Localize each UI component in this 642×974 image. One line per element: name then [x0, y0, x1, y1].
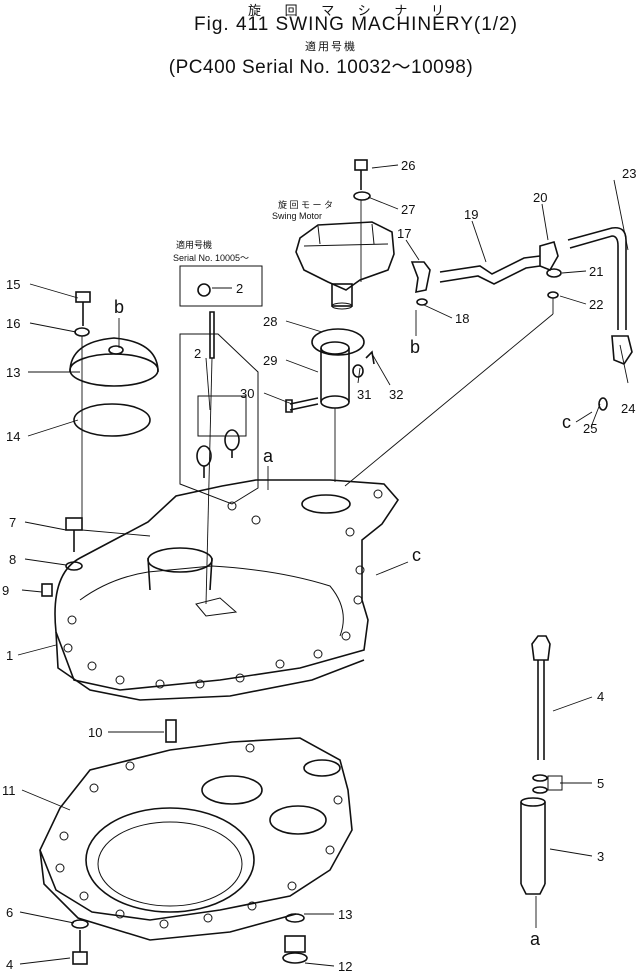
- parts: [39, 159, 633, 965]
- washer-29: [353, 191, 371, 201]
- callout-17: 15: [6, 277, 20, 292]
- letter-c-housing: c: [412, 545, 421, 565]
- callout-7: 6: [6, 905, 13, 920]
- plug-13: [282, 935, 308, 964]
- lower-case-12: [39, 737, 353, 941]
- bolt-17: [75, 291, 91, 326]
- motor-label-jp: 旋 回 モ ー タ: [278, 199, 333, 210]
- serial-range: (PC400 Serial No. 10032～10098): [168, 57, 474, 78]
- screw-2-upper: [197, 283, 215, 359]
- callout-10: 9: [2, 583, 9, 598]
- callout-1: 1: [6, 648, 13, 663]
- callout-14: 13: [338, 907, 352, 922]
- callout-13: 12: [338, 959, 352, 974]
- bolt-28: [354, 159, 368, 190]
- callout-23: 21: [589, 264, 603, 279]
- callouts: 26 27 20 23 19 17 21 22 18 15 16 13: [2, 158, 636, 974]
- callout-29: 27: [401, 202, 415, 217]
- plug-10: [41, 583, 53, 597]
- callout-11: 10: [88, 725, 102, 740]
- callout-3: 3: [597, 849, 604, 864]
- callout-30: 28: [263, 314, 277, 329]
- callout-26: 24: [621, 401, 635, 416]
- washer-18: [74, 327, 90, 337]
- applicable-note-jp: 適用号機: [176, 239, 212, 250]
- nut-23: [546, 268, 562, 278]
- elbow-26: [611, 335, 633, 365]
- bushing-31: [320, 341, 350, 409]
- o-ring-24: [547, 291, 559, 299]
- pin-11: [165, 719, 177, 743]
- callout-2-upper: 2: [236, 281, 243, 296]
- lifting-eyes-2: [179, 333, 259, 505]
- fitting-22: [539, 241, 559, 272]
- connection-letters: b b a a c c: [114, 297, 593, 949]
- sleeve-33: [352, 364, 364, 378]
- o-ring-20: [416, 298, 428, 306]
- callout-34: 32: [389, 387, 403, 402]
- cover-15: [69, 337, 159, 387]
- callout-20: 18: [455, 311, 469, 326]
- callout-31: 29: [263, 353, 277, 368]
- letter-b-motor: b: [410, 337, 420, 357]
- letter-b-cover: b: [114, 297, 124, 317]
- washer-7: [71, 919, 89, 929]
- o-ring-30: [311, 328, 365, 356]
- callout-12: 11: [2, 783, 16, 798]
- bolt-32: [285, 397, 319, 413]
- callout-33: 31: [357, 387, 371, 402]
- note-box: [179, 265, 263, 307]
- diagram-title: Fig. 411 SWING MACHINERY(1/2): [194, 14, 518, 35]
- motor-label: Swing Motor: [272, 211, 322, 221]
- applicable-models-label: 適用号機: [305, 41, 357, 53]
- o-rings-5: [532, 774, 563, 794]
- elbow-19: [410, 261, 431, 294]
- letter-a-lower: a: [530, 929, 541, 949]
- callout-24: 22: [589, 297, 603, 312]
- pin-34: [365, 350, 375, 365]
- callout-5: 5: [597, 776, 604, 791]
- hose-25: [567, 226, 627, 330]
- bolt-8: [65, 517, 83, 552]
- callout-15: 13: [6, 365, 20, 380]
- o-ring-27: [598, 397, 608, 411]
- callout-27: 25: [583, 421, 597, 436]
- callout-2-lower: 2: [194, 346, 201, 361]
- serial-note: Serial No. 10005～: [173, 253, 249, 263]
- dipstick-4: [531, 635, 551, 760]
- letter-a-upper: a: [263, 446, 274, 466]
- callout-9: 8: [9, 552, 16, 567]
- bolt-6: [72, 930, 88, 965]
- swing-motor: [295, 221, 395, 310]
- pipe-3: [520, 797, 546, 895]
- callout-18: 16: [6, 316, 20, 331]
- o-ring-14: [285, 913, 305, 923]
- callout-21: 19: [464, 207, 478, 222]
- callout-25: 23: [622, 166, 636, 181]
- callout-32: 30: [240, 386, 254, 401]
- callout-19: 17: [397, 226, 411, 241]
- callout-8: 7: [9, 515, 16, 530]
- o-ring-16: [73, 403, 151, 437]
- callout-28: 26: [401, 158, 415, 173]
- hose-21: [439, 255, 541, 285]
- callout-4: 4: [597, 689, 604, 704]
- upper-housing-1: [54, 479, 400, 701]
- letter-c-fitting: c: [562, 412, 571, 432]
- washer-9: [65, 561, 83, 571]
- diagram-title-japanese: 旋 回 マ シ ナ リ: [247, 3, 455, 18]
- callout-6: 4: [6, 957, 13, 972]
- callout-16: 14: [6, 429, 20, 444]
- callout-22: 20: [533, 190, 547, 205]
